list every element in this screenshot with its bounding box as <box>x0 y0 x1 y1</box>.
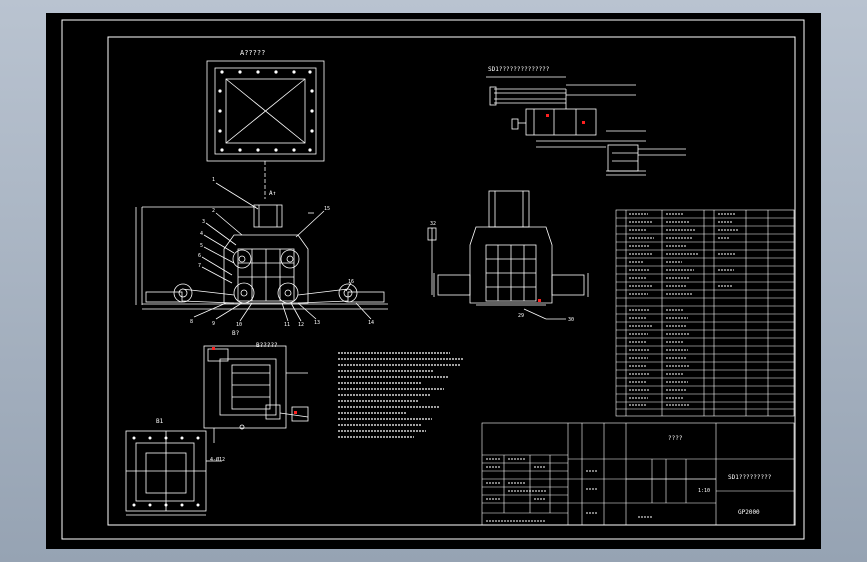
drawing-number: GP2000 <box>738 509 760 516</box>
part-number-8: 8 <box>190 319 193 325</box>
side-accents <box>538 299 541 302</box>
part-number-13: 13 <box>314 320 320 326</box>
side-label-29: 29 <box>518 313 524 319</box>
schematic-title: SD1?????????????? <box>488 66 550 73</box>
part-number-14: 14 <box>368 320 374 326</box>
main-elevation <box>135 182 388 322</box>
side-label-30: 30 <box>568 317 574 323</box>
hydraulic-schematic: SD1?????????????? <box>486 66 686 176</box>
view-a-bolt-holes <box>218 70 314 152</box>
title-block-fillers <box>486 458 652 522</box>
view-b2-label: B1 <box>156 418 164 425</box>
cad-viewport[interactable]: A????? A↑ <box>46 13 821 549</box>
section-b-accents <box>212 347 297 414</box>
view-b-label: B????? <box>256 342 278 349</box>
dim-label: 4-Ø12 <box>210 456 225 463</box>
part-number-15: 15 <box>324 206 330 212</box>
part-number-6: 6 <box>198 253 201 259</box>
view-a-label: A????? <box>240 49 265 57</box>
part-number-16: 16 <box>348 279 354 285</box>
part-number-3: 3 <box>202 219 205 225</box>
part-number-7: 7 <box>198 263 201 269</box>
view-b1-plan: B1 4-Ø12 <box>125 418 225 516</box>
inner-frame <box>107 36 796 526</box>
title-block <box>481 422 795 526</box>
section-b-view: B? <box>203 330 309 443</box>
parts-list-table <box>615 209 795 417</box>
part-number-5: 5 <box>200 243 203 249</box>
technical-drawing-canvas: A????? A↑ <box>61 19 805 540</box>
technical-notes <box>338 352 464 438</box>
part-number-4: 4 <box>200 231 203 237</box>
stamp-mark: B? <box>232 330 240 337</box>
drawing-scale: 1:10 <box>698 488 710 494</box>
parts-list-entries <box>629 213 738 406</box>
view-a-plan: A????? A↑ <box>206 49 325 199</box>
part-number-11: 11 <box>284 322 290 328</box>
part-number-10: 10 <box>236 322 242 328</box>
part-number-labels: 1 2 3 4 5 6 7 8 9 10 11 12 13 14 15 16 <box>190 177 374 328</box>
part-number-12: 12 <box>298 322 304 328</box>
part-number-1: 1 <box>212 177 215 183</box>
side-elevation: 29 30 32 <box>427 190 589 323</box>
view-b1-holes <box>132 436 200 507</box>
table-title: ???? <box>668 435 683 442</box>
part-number-2: 2 <box>212 208 215 214</box>
drawing-title: SD1????????? <box>728 474 772 481</box>
schematic-accents <box>546 114 585 124</box>
side-label-32: 32 <box>430 221 436 227</box>
outer-frame <box>61 19 805 540</box>
part-number-9: 9 <box>212 321 215 327</box>
section-mark-a: A↑ <box>269 190 276 197</box>
